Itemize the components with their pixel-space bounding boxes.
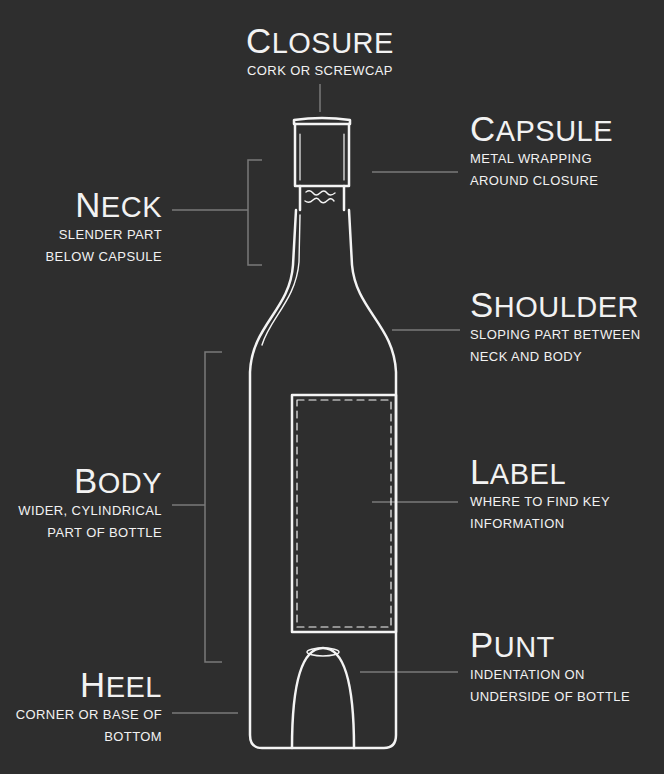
- part-name: LABEL: [470, 455, 620, 491]
- part-description: CORK OR SCREWCAP: [246, 60, 394, 82]
- part-callout: LABELWHERE TO FIND KEY INFORMATION: [470, 455, 620, 535]
- part-name: BODY: [12, 464, 162, 500]
- part-description: INDENTATION ON UNDERSIDE OF BOTTLE: [470, 664, 645, 708]
- part-name: SHOULDER: [470, 288, 652, 324]
- leader-line: [392, 329, 460, 331]
- part-callout: CLOSURECORK OR SCREWCAP: [246, 24, 394, 82]
- bottle-label: [292, 395, 396, 632]
- cork: [300, 186, 344, 210]
- label-stitch: [297, 400, 391, 627]
- closure-top: [294, 118, 350, 124]
- bottle-outline: [250, 210, 396, 748]
- part-name: PUNT: [470, 628, 645, 664]
- leader-line: [319, 84, 321, 112]
- bracket: [205, 352, 222, 662]
- leader-line: [372, 501, 458, 503]
- part-description: CORNER OR BASE OF BOTTOM: [12, 704, 162, 748]
- part-name: CAPSULE: [470, 112, 630, 148]
- punt: [292, 648, 354, 748]
- part-description: METAL WRAPPING AROUND CLOSURE: [470, 148, 630, 192]
- bracket: [248, 160, 262, 265]
- part-name: HEEL: [12, 668, 162, 704]
- part-callout: PUNTINDENTATION ON UNDERSIDE OF BOTTLE: [470, 628, 645, 708]
- part-callout: SHOULDERSLOPING PART BETWEEN NECK AND BO…: [470, 288, 652, 368]
- part-callout: BODYWIDER, CYLINDRICAL PART OF BOTTLE: [12, 464, 162, 544]
- capsule-ridge: [343, 134, 344, 180]
- part-name: CLOSURE: [246, 24, 394, 60]
- part-callout: CAPSULEMETAL WRAPPING AROUND CLOSURE: [470, 112, 630, 192]
- capsule: [295, 124, 349, 186]
- part-description: WHERE TO FIND KEY INFORMATION: [470, 491, 620, 535]
- capsule-ridge: [299, 134, 300, 180]
- part-description: WIDER, CYLINDRICAL PART OF BOTTLE: [12, 500, 162, 544]
- part-name: NECK: [12, 188, 162, 224]
- part-callout: NECKSLENDER PART BELOW CAPSULE: [12, 188, 162, 268]
- bottle-highlight: [262, 215, 300, 345]
- punt-top: [307, 648, 339, 656]
- leader-line: [172, 712, 238, 714]
- leader-line: [172, 209, 248, 211]
- leader-line: [172, 504, 205, 506]
- part-callout: HEELCORNER OR BASE OF BOTTOM: [12, 668, 162, 748]
- cork-texture: [305, 191, 335, 203]
- leader-line: [360, 671, 458, 673]
- leader-line: [372, 171, 458, 173]
- part-description: SLOPING PART BETWEEN NECK AND BODY: [470, 324, 652, 368]
- part-description: SLENDER PART BELOW CAPSULE: [12, 224, 162, 268]
